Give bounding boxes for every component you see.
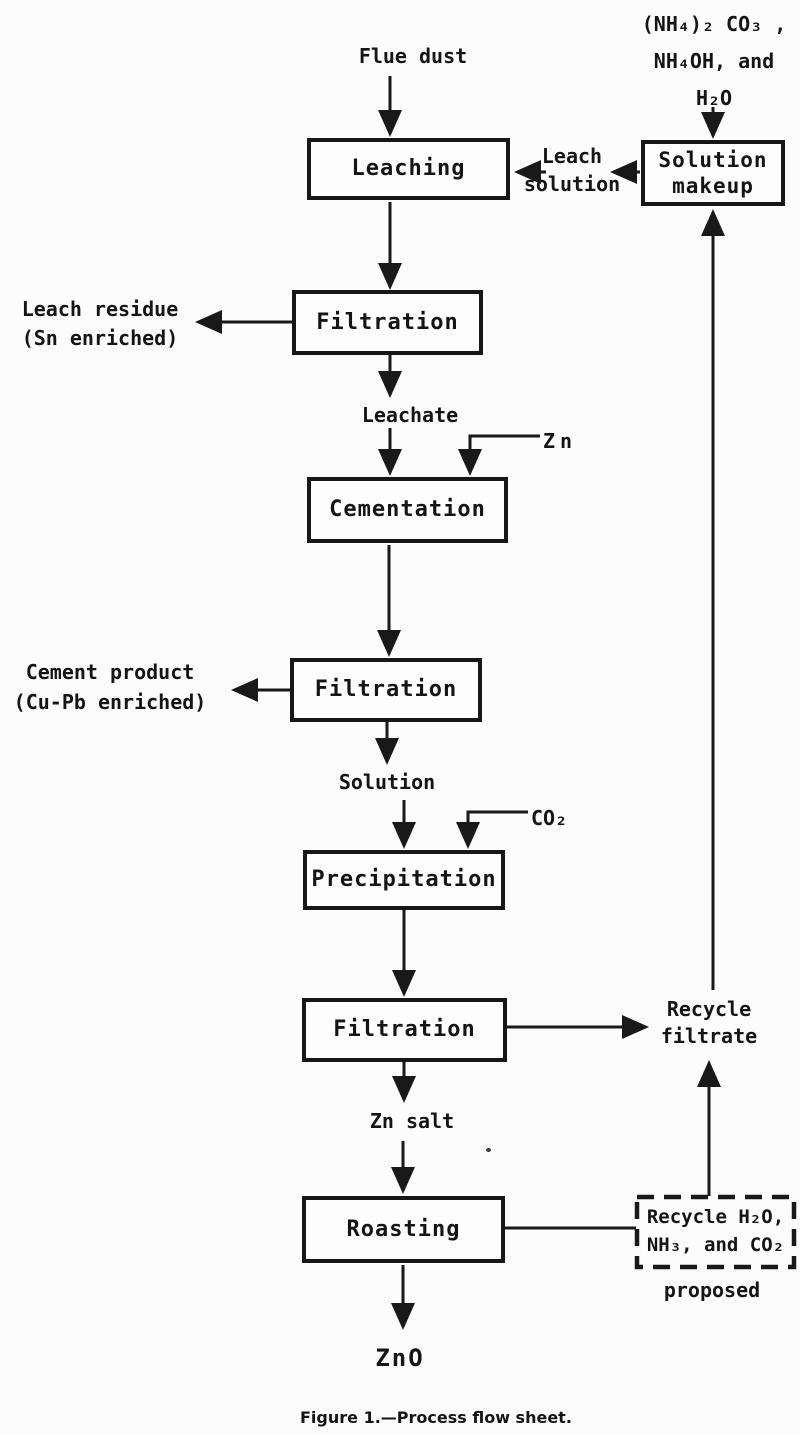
leach-residue-label-line1: Leach residue xyxy=(21,297,179,321)
filtration3-box: Filtration xyxy=(302,998,507,1062)
recycle-filtrate-label: Recycle filtrate xyxy=(661,996,757,1050)
reagents-label-line2: NH₄OH, and xyxy=(653,49,775,73)
filtration1-box: Filtration xyxy=(292,290,483,355)
zno-label: ZnO xyxy=(375,1344,425,1372)
filtration2-label: Filtration xyxy=(314,677,458,703)
leaching-box: Leaching xyxy=(307,138,510,200)
roasting-box: Roasting xyxy=(302,1196,505,1263)
cementation-label: Cementation xyxy=(329,497,486,523)
filtration3-label: Filtration xyxy=(333,1017,476,1043)
proposed-recycle-box: Recycle H₂O, NH₃, and CO₂ xyxy=(637,1197,794,1267)
solution-makeup-label-line2: makeup xyxy=(672,174,754,198)
cement-product-label-line1: Cement product xyxy=(25,660,195,684)
zn-salt-label: Zn salt xyxy=(369,1109,455,1133)
flue-dust-label: Flue dust xyxy=(358,44,468,68)
roasting-label: Roasting xyxy=(346,1216,461,1242)
reagents-label: (NH₄)₂ CO₃ , NH₄OH, and H₂O xyxy=(642,6,787,117)
reagents-label-line3: H₂O xyxy=(695,86,733,110)
leachate-label: Leachate xyxy=(361,403,459,427)
proposed-recycle-label-line2: NH₃, and CO₂ xyxy=(646,1234,785,1256)
cement-product-label-line2: (Cu-Pb enriched) xyxy=(13,690,207,714)
precipitation-box: Precipitation xyxy=(303,850,505,910)
solution-makeup-box: Solution makeup xyxy=(641,140,785,206)
precipitation-label: Precipitation xyxy=(311,867,497,893)
solution-makeup-label-line1: Solution xyxy=(658,147,768,172)
leaching-label: Leaching xyxy=(351,156,466,182)
leach-residue-label: Leach residue (Sn enriched) xyxy=(22,295,179,353)
arrow-co2-to-precipitation xyxy=(456,810,528,849)
co2-label: CO₂ xyxy=(531,806,568,830)
cement-product-label: Cement product (Cu-Pb enriched) xyxy=(14,657,207,717)
leach-solution-label: Leach solution xyxy=(524,142,620,198)
recycle-filtrate-label-line2: filtrate xyxy=(660,1024,758,1048)
print-speck xyxy=(486,1148,491,1152)
leach-solution-label-line1: Leach xyxy=(541,144,603,168)
zn-label: Zn xyxy=(543,429,578,453)
filtration1-label: Filtration xyxy=(316,309,459,335)
filtration2-box: Filtration xyxy=(290,658,482,722)
reagents-label-line1: (NH₄)₂ CO₃ , xyxy=(641,12,787,36)
cementation-box: Cementation xyxy=(307,477,508,543)
proposed-recycle-label-line1: Recycle H₂O, xyxy=(646,1206,785,1229)
solution-label: Solution xyxy=(338,770,436,794)
proposed-recycle-dashed-border xyxy=(634,1194,797,1270)
arrow-zn-to-cementation xyxy=(458,434,540,476)
proposed-tag-label: proposed xyxy=(663,1278,761,1302)
leach-residue-label-line2: (Sn enriched) xyxy=(21,326,179,350)
recycle-filtrate-label-line1: Recycle xyxy=(666,997,752,1021)
leach-solution-label-line2: solution xyxy=(523,172,621,196)
figure-caption: Figure 1.—Process flow sheet. xyxy=(300,1408,572,1427)
